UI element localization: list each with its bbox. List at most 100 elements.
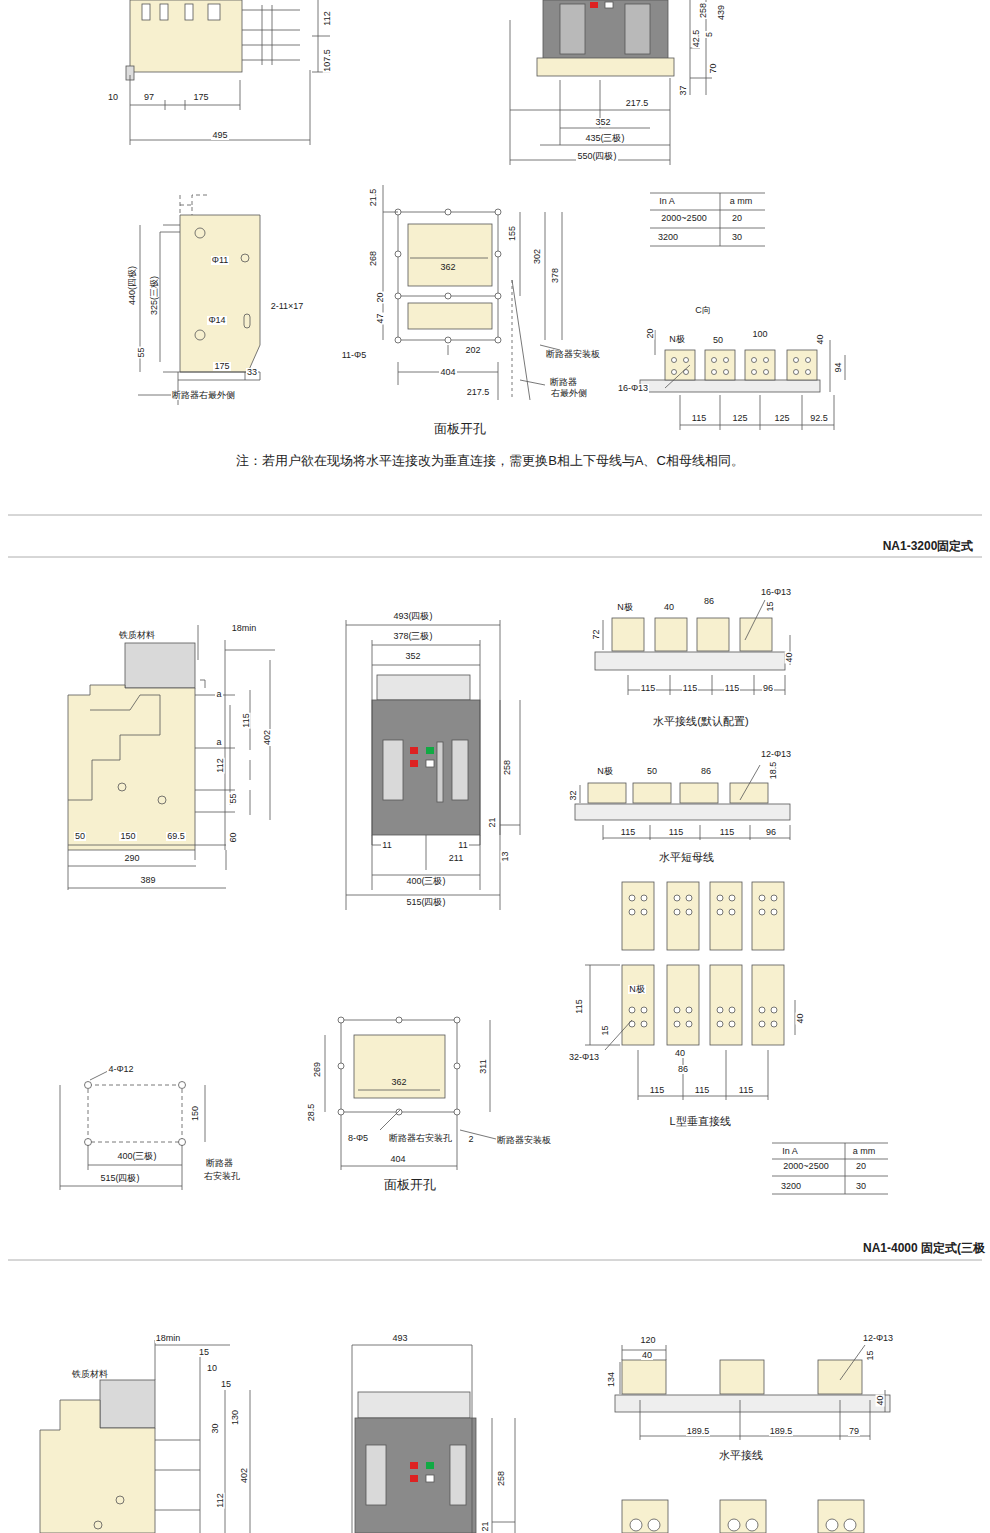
- dimension-label: 50: [712, 336, 724, 345]
- dimension-label: 40: [784, 651, 793, 663]
- dimension-label: 115: [241, 712, 250, 728]
- dimension-label: 86: [677, 1065, 689, 1074]
- dimension-label: 94: [833, 361, 842, 373]
- dimension-label: 515(四极): [99, 1174, 140, 1183]
- dimension-label: 550(四极): [576, 152, 617, 161]
- dimension-label: 70: [708, 62, 717, 74]
- dimension-label: 铁质材料: [71, 1370, 109, 1379]
- dimension-label: 115: [694, 1086, 710, 1095]
- dimension-label: 右安装孔: [203, 1172, 241, 1181]
- dimension-label: 2-11×17: [270, 302, 305, 311]
- dimension-label: 水平接线: [718, 1450, 764, 1461]
- dimension-label: 515(四极): [405, 898, 446, 907]
- dimension-label: 404: [439, 368, 456, 377]
- dimension-label: Φ14: [207, 316, 226, 325]
- dimension-label: 175: [213, 362, 230, 371]
- dimension-label: 402: [241, 1466, 250, 1483]
- dimension-label: N极: [668, 335, 686, 344]
- dimension-label: 30: [731, 233, 743, 242]
- dimension-label: 55: [136, 346, 145, 358]
- dimension-label: 18min: [231, 624, 258, 633]
- dimension-label: 175: [192, 93, 209, 102]
- dimension-label: N极: [616, 603, 634, 612]
- dimension-label: 378: [552, 266, 561, 283]
- dimension-label: 水平短母线: [658, 852, 715, 863]
- dimension-label: 155: [509, 224, 518, 241]
- dimension-label: 水平接线(默认配置): [652, 716, 749, 727]
- dimension-label: 112: [215, 757, 224, 773]
- dimension-label: 20: [855, 1162, 867, 1171]
- dimension-label: 40: [663, 603, 675, 612]
- dimension-label: a: [215, 738, 222, 747]
- dimension-label: 389: [139, 876, 156, 885]
- dimension-label: 115: [719, 828, 735, 837]
- dimension-label: 435(三极): [584, 134, 625, 143]
- dimension-label: 189.5: [769, 1427, 794, 1436]
- dimension-label: NA1-3200固定式: [882, 540, 975, 552]
- dimension-label: 8-Φ5: [347, 1134, 369, 1143]
- dimension-label: 269: [314, 1060, 323, 1077]
- dimension-label: 12-Φ13: [862, 1334, 894, 1343]
- dimension-label: 28.5: [308, 1102, 317, 1122]
- dimension-label: 55: [228, 792, 237, 804]
- dimension-label: 115: [738, 1086, 754, 1095]
- dimension-label: 2000~2500: [660, 214, 707, 223]
- dimension-label: In A: [658, 197, 676, 206]
- dimension-label: 96: [762, 684, 774, 693]
- dimension-label: 150: [119, 832, 136, 841]
- dimension-label: 86: [700, 767, 712, 776]
- dimension-label: L型垂直接线: [668, 1116, 731, 1127]
- dimension-label: 439: [718, 3, 727, 20]
- dimension-label: 290: [123, 854, 140, 863]
- dimension-label: 面板开孔: [383, 1178, 437, 1191]
- dimension-label: 15: [865, 1349, 874, 1361]
- dimension-label: 378(三极): [392, 632, 433, 641]
- dimension-label: 115: [691, 414, 707, 423]
- dimension-label: 33: [246, 368, 258, 377]
- dimension-label: 115: [640, 684, 656, 693]
- dimension-label: a mm: [852, 1147, 877, 1156]
- dimension-label: 11: [381, 841, 392, 850]
- dimension-label: 362: [390, 1078, 407, 1087]
- dimension-label: 352: [404, 652, 421, 661]
- dimension-label: 86: [703, 597, 715, 606]
- dimension-label: 125: [731, 414, 748, 423]
- dimension-label: 211: [448, 854, 464, 863]
- dimension-label: 50: [74, 832, 86, 841]
- dimension-label: 189.5: [686, 1427, 711, 1436]
- dimension-label: 202: [464, 346, 481, 355]
- dimension-label: 3200: [780, 1182, 802, 1191]
- dimension-label: 20: [645, 327, 654, 339]
- dimension-label: 2000~2500: [782, 1162, 829, 1171]
- dimension-label: 107.5: [323, 48, 332, 73]
- dimension-label: 40: [815, 333, 824, 345]
- dimension-label: 125: [773, 414, 790, 423]
- dimension-label: 21: [487, 816, 496, 828]
- dimension-label: 115: [620, 828, 636, 837]
- dimension-label: 断路器安装板: [496, 1136, 552, 1145]
- dimension-label: 69.5: [166, 832, 186, 841]
- dimension-label: 134: [608, 1370, 617, 1387]
- dimension-label: 断路器安装板: [545, 350, 601, 359]
- dimension-label: 42.5: [693, 28, 702, 48]
- dimension-label: 30: [855, 1182, 867, 1191]
- dimension-label: 2: [467, 1135, 474, 1144]
- dimension-label: 32-Φ13: [568, 1053, 600, 1062]
- dimension-label: 325(三极): [150, 274, 159, 315]
- dimension-label: 20: [375, 291, 384, 303]
- dimension-label: 16-Φ13: [760, 588, 792, 597]
- dimension-label: 352: [594, 118, 611, 127]
- dimension-label: 150: [192, 1104, 201, 1121]
- dimension-label: 50: [646, 767, 658, 776]
- dimension-label: 断路器: [205, 1159, 234, 1168]
- dimension-label: a mm: [729, 197, 754, 206]
- dimension-label: 60: [228, 831, 237, 843]
- dimension-label: 268: [370, 249, 379, 266]
- dimension-label: a: [215, 690, 222, 699]
- dimension-label: 32: [568, 789, 577, 801]
- dimension-label: 217.5: [625, 99, 650, 108]
- dimension-label: 15: [765, 600, 774, 612]
- dimension-label: 18.5: [770, 760, 779, 780]
- dimension-label: 21.5: [370, 187, 379, 207]
